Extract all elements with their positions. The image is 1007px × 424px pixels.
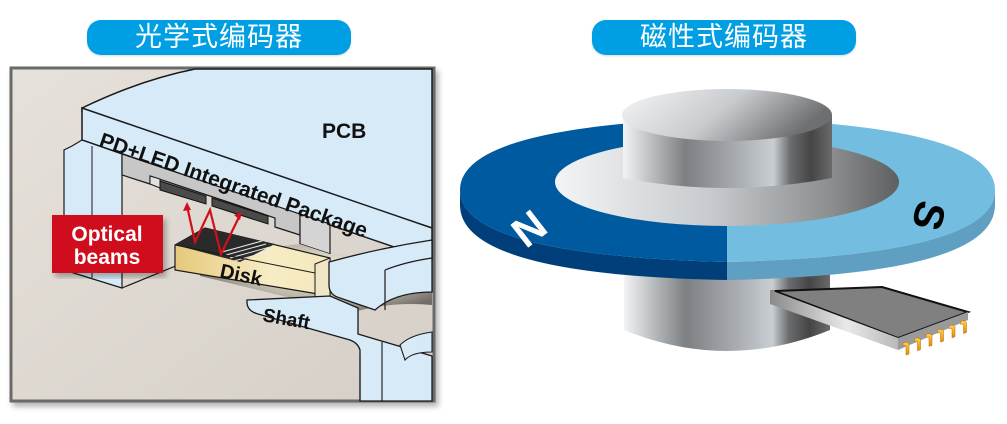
magnetic-sensor-chip <box>770 285 972 356</box>
magnet-north-edge <box>460 190 727 280</box>
magnetic-encoder-diagram: N S <box>460 89 995 356</box>
beam-arrowhead-2 <box>234 212 242 220</box>
photodiode-chip <box>159 180 207 205</box>
sensor-pin <box>948 324 956 339</box>
sensor-pin <box>902 341 910 356</box>
sensor-pin <box>960 320 967 334</box>
optical-encoder-diagram: PCB PD+LED Integrated Package Optical be… <box>9 66 436 403</box>
upper-cylinder-top <box>622 89 832 141</box>
beam-arrowhead-1 <box>183 202 191 211</box>
sensor-pins <box>902 320 967 356</box>
optical-beams-label-line1: Optical <box>71 223 142 246</box>
optical-beams-callout <box>52 215 163 273</box>
optical-beams-arrows <box>185 205 241 258</box>
sensor-pin <box>937 329 944 343</box>
pcb-top <box>81 68 433 230</box>
shaft-collar <box>328 239 433 311</box>
sensor-pin <box>925 333 933 347</box>
shaft-body <box>246 295 433 402</box>
pcb-label: PCB <box>322 120 366 143</box>
magnet-south-edge <box>727 190 995 280</box>
sensor-pin <box>914 337 921 352</box>
optical-encoder-title: 光学式编码器 <box>87 20 351 55</box>
led-chip <box>211 197 269 225</box>
magnetic-encoder-title: 磁性式编码器 <box>592 20 856 55</box>
optical-beams-label-line2: beams <box>74 246 141 269</box>
